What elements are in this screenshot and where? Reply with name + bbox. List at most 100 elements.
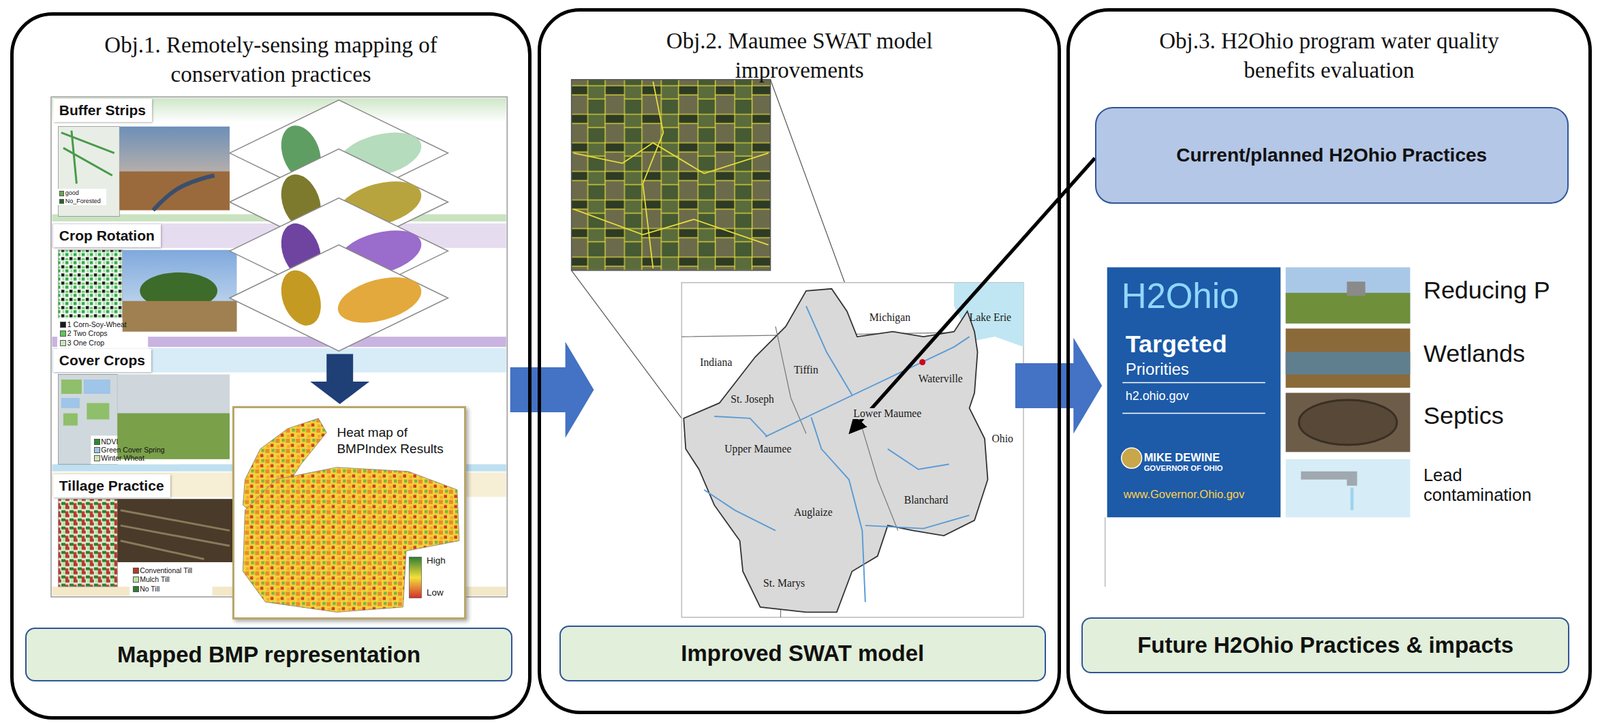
priority-label: Lead contamination: [1423, 465, 1567, 506]
practices-box: Current/planned H2Ohio Practices: [1095, 106, 1569, 204]
section-tab: Cover Crops: [53, 348, 152, 372]
subbasin-line: [775, 326, 899, 531]
block-arrow: [510, 342, 595, 439]
poster-heading: Targeted: [1125, 330, 1228, 358]
photo: [117, 498, 233, 563]
color-ramp: [409, 557, 422, 599]
priority-label: Wetlands: [1423, 340, 1526, 367]
legend-swatch: [132, 567, 140, 574]
legend-swatch: [94, 455, 101, 462]
output-box: Mapped BMP representation: [25, 627, 512, 682]
down-arrow: [310, 354, 370, 405]
legend-text: 1 Corn-Soy-Wheat: [67, 320, 127, 329]
photo: [1285, 352, 1411, 375]
legend-text: NDVI: [100, 438, 118, 446]
map-detail: [273, 265, 328, 332]
map-layer: [229, 244, 448, 351]
legend-text: Green Cover Spring: [100, 446, 165, 454]
small-map: [57, 250, 122, 320]
map-detail: [229, 244, 448, 351]
ramp-label: Low: [426, 588, 444, 598]
legend-text: Winter Wheat: [100, 454, 145, 463]
photo: [122, 301, 238, 332]
map-caption: Heat map of BMPIndex Results: [336, 424, 460, 458]
legend-text: 2 Two Crops: [67, 329, 108, 338]
output-box: Future H2Ohio Practices & impacts: [1081, 617, 1570, 674]
panel-title: Obj.3. H2Ohio program water quality bene…: [1134, 26, 1523, 86]
objective-panel: Obj.2. Maumee SWAT model improvementsImp…: [537, 8, 1061, 715]
poster-url: www.Governor.Ohio.gov: [1123, 487, 1245, 501]
photo: [119, 171, 230, 211]
heat-map-box: Heat map of BMPIndex Results: [232, 406, 467, 620]
basin-name: Lower Maumee: [851, 408, 923, 420]
satellite-photo: [571, 79, 771, 271]
legend-text: good: [65, 190, 80, 197]
map-detail: [333, 269, 427, 331]
poster-logo: H2Ohio: [1121, 277, 1240, 316]
basin-name: Auglaize: [793, 506, 833, 519]
legend-swatch: [59, 321, 67, 328]
legend-swatch: [59, 198, 65, 204]
photo: [153, 175, 215, 211]
basin-name: Tiffin: [793, 364, 819, 377]
photo: [1285, 328, 1411, 388]
tab-label: Cover Crops: [59, 350, 146, 371]
output-label: Improved SWAT model: [680, 640, 925, 667]
section-tab: Tillage Practice: [53, 474, 171, 497]
panel-title: Obj.1. Remotely-sensing mapping of conse…: [66, 30, 476, 90]
photo: [1347, 281, 1366, 296]
legend-swatch: [132, 586, 140, 593]
legend-text: Conventional Till: [139, 566, 193, 575]
map-detail: [61, 130, 115, 184]
h2ohio-poster: H2OhioTargetedPriorities h2.ohio.govMIKE …: [1107, 267, 1282, 518]
tab-label: Buffer Strips: [59, 100, 146, 120]
legend-backing: [57, 188, 107, 206]
tab-label: Crop Rotation: [59, 225, 155, 246]
divider-line: [1104, 517, 1106, 587]
band: [51, 98, 506, 123]
legend-swatch: [94, 447, 101, 454]
state-name: Indiana: [699, 357, 732, 369]
photo: [1298, 400, 1397, 445]
legend-text: No_Forested: [65, 198, 101, 205]
photo: [1285, 267, 1411, 323]
map-frame: [681, 282, 1024, 618]
seal: [1121, 447, 1143, 469]
ramp-label: High: [426, 556, 446, 566]
photo: [1285, 392, 1411, 452]
tab-label: Tillage Practice: [59, 475, 165, 496]
poster-role: GOVERNOR OF OHIO: [1144, 464, 1224, 473]
river: [703, 305, 969, 602]
legend-swatch: [59, 340, 67, 347]
section-tab: Buffer Strips: [53, 98, 152, 122]
legend-swatch: [59, 330, 67, 337]
photo: [1300, 471, 1357, 486]
photo: [1285, 293, 1411, 324]
poster-ground: [1107, 267, 1282, 518]
panel-title: Obj.2. Maumee SWAT model improvements: [635, 26, 963, 86]
basin-name: St. Joseph: [730, 393, 775, 406]
town-name: Waterville: [918, 373, 963, 386]
basin-name: Blanchard: [904, 494, 949, 507]
legend-text: 3 One Crop: [67, 339, 105, 347]
legend-swatch: [59, 190, 65, 196]
legend-swatch: [132, 576, 140, 583]
legend-backing: [129, 564, 212, 596]
poster-url: h2.ohio.gov: [1125, 389, 1190, 404]
poster-subheading: Priorities: [1125, 360, 1190, 379]
band: [51, 348, 506, 373]
objective-panel: Obj.3. H2Ohio program water quality bene…: [1066, 8, 1592, 715]
basin-name: St. Marys: [763, 577, 805, 590]
heat-map-ground: [232, 406, 467, 620]
state-name: Ohio: [992, 433, 1014, 445]
poster-rule: [1122, 382, 1266, 413]
small-map: [57, 498, 118, 587]
photo: [1285, 459, 1411, 518]
heat-map: [242, 467, 459, 613]
poster-name: MIKE DEWINE: [1144, 451, 1221, 464]
watershed: [683, 288, 988, 613]
priority-label: Septics: [1423, 402, 1504, 429]
box-label: Current/planned H2Ohio Practices: [1176, 144, 1487, 167]
legend-swatch: [94, 438, 101, 445]
